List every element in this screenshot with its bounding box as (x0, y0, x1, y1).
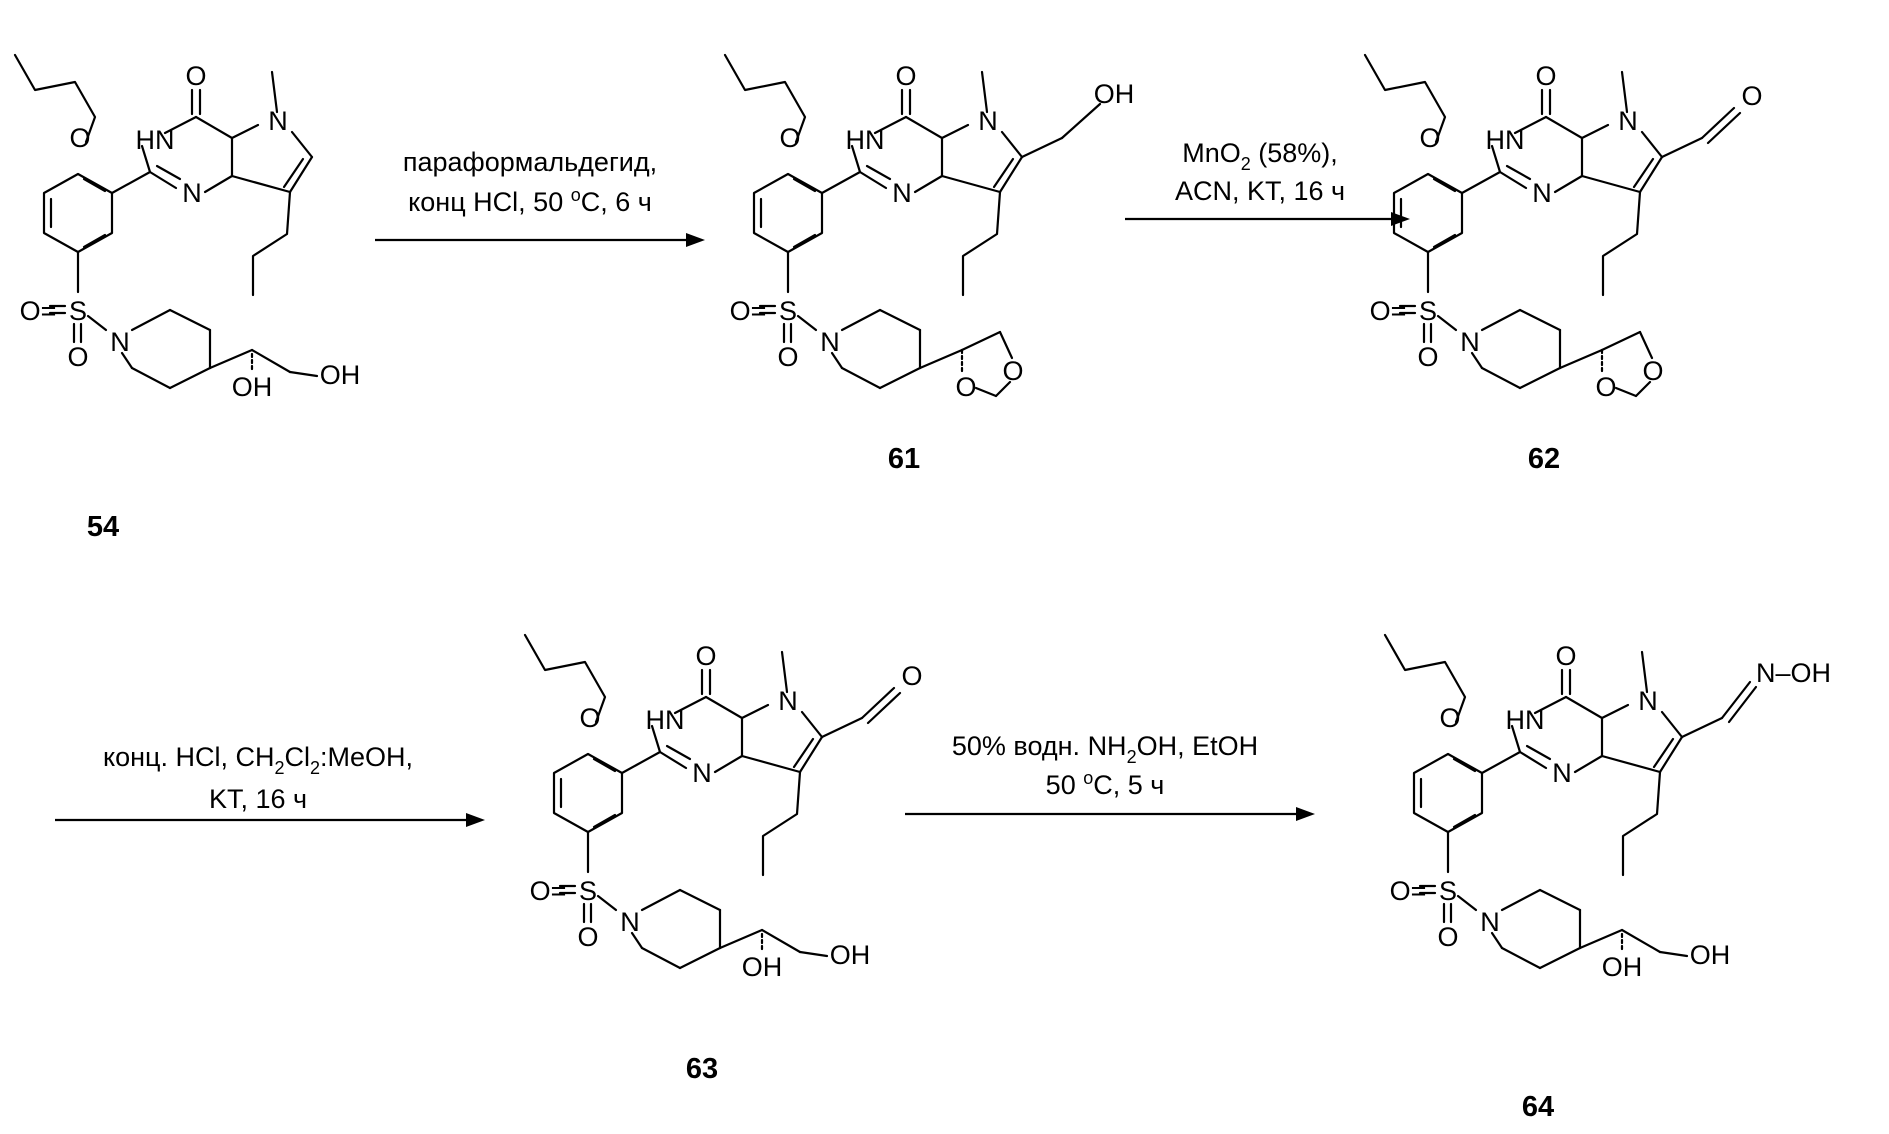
compound-label-62: 62 (1528, 443, 1560, 475)
compound-64: O HN O N N N–OH S O= O N OH OH (1385, 635, 1831, 982)
reaction-arrow-4 (905, 807, 1315, 821)
step1-condition-line1: параформальдегид, (403, 147, 657, 177)
atom-oh-hydroxymethyl: OH (1094, 79, 1135, 109)
atom-oh-secondary: OH (742, 952, 783, 982)
atom-o-carbonyl: O (1535, 61, 1556, 91)
atom-hn: HN (646, 705, 685, 735)
atom-oh-secondary: OH (1602, 952, 1643, 982)
reaction-arrow-1 (375, 233, 705, 247)
step3-condition-line1: конц. HCl, CH2Cl2:MeOH, (103, 742, 413, 778)
atom-oh-secondary: OH (232, 372, 273, 402)
atom-n-pyrrole: N (1638, 686, 1658, 716)
atom-n-piperidine: N (620, 907, 640, 937)
atom-n-piperidine: N (820, 327, 840, 357)
atom-o-sulfonyl-bottom: O (777, 342, 798, 372)
atom-hn: HN (136, 125, 175, 155)
atom-s: S (579, 876, 597, 906)
atom-o-dioxolane-2: O (955, 372, 976, 402)
atom-o-sulfonyl-left: O= (1390, 876, 1427, 906)
atom-oh-primary: OH (320, 360, 361, 390)
step1-condition-line2: конц HCl, 50 oC, 6 ч (408, 185, 652, 217)
atom-hn: HN (1506, 705, 1545, 735)
step4-condition-line1: 50% водн. NH2OH, EtOH (952, 731, 1258, 767)
atom-n-pyrimidine: N (182, 178, 202, 208)
atom-n-pyrrole: N (268, 106, 288, 136)
atom-o-sulfonyl-left: O= (20, 296, 57, 326)
atom-s: S (779, 296, 797, 326)
atom-o-sulfonyl-bottom: O (1437, 922, 1458, 952)
atom-o-ether: O (69, 123, 90, 153)
compound-label-61: 61 (888, 443, 920, 475)
atom-n-pyrimidine: N (892, 178, 912, 208)
atom-hn: HN (1486, 125, 1525, 155)
atom-o-carbonyl: O (185, 61, 206, 91)
atom-n-pyrimidine: N (1552, 758, 1572, 788)
atom-s: S (69, 296, 87, 326)
atom-o-sulfonyl-left: O= (730, 296, 767, 326)
atom-n-piperidine: N (1460, 327, 1480, 357)
atom-n-piperidine: N (110, 327, 130, 357)
step2-condition-line1: MnO2 (58%), (1182, 138, 1338, 174)
atom-o-carbonyl: O (1555, 641, 1576, 671)
atom-o-sulfonyl-bottom: O (577, 922, 598, 952)
atom-o-carbonyl: O (695, 641, 716, 671)
atom-o-dioxolane-1: O (1642, 356, 1663, 386)
compound-label-63: 63 (686, 1053, 718, 1085)
atom-o-sulfonyl-left: O= (530, 876, 567, 906)
atom-s: S (1419, 296, 1437, 326)
atom-hn: HN (846, 125, 885, 155)
atom-o-sulfonyl-bottom: O (1417, 342, 1438, 372)
compound-54: O HN O N N S O= O N OH OH (15, 55, 360, 402)
atom-n-pyrrole: N (978, 106, 998, 136)
atom-oh-primary: OH (1690, 940, 1731, 970)
atom-n-pyrimidine: N (692, 758, 712, 788)
step3-condition-line2: KT, 16 ч (209, 784, 307, 814)
atom-o-ether: O (1439, 703, 1460, 733)
atom-o-ether: O (779, 123, 800, 153)
reaction-arrow-3 (55, 813, 485, 827)
atom-o-aldehyde: O (1741, 81, 1762, 111)
compound-61: O HN O N N OH S O= O N O O (725, 55, 1134, 402)
compound-62: O HN O N N O S O= O N O O (1365, 55, 1763, 402)
step2-condition-line2: ACN, KT, 16 ч (1175, 176, 1345, 206)
atom-o-aldehyde: O (901, 661, 922, 691)
atom-o-ether: O (1419, 123, 1440, 153)
atom-n-pyrrole: N (778, 686, 798, 716)
atom-o-carbonyl: O (895, 61, 916, 91)
atom-oh-primary: OH (830, 940, 871, 970)
compound-label-64: 64 (1522, 1091, 1554, 1123)
atom-s: S (1439, 876, 1457, 906)
atom-o-dioxolane-2: O (1595, 372, 1616, 402)
compound-63: O HN O N N O S O= O N OH OH (525, 635, 923, 982)
atom-n-pyrimidine: N (1532, 178, 1552, 208)
atom-oxime: N–OH (1756, 658, 1831, 688)
atom-n-pyrrole: N (1618, 106, 1638, 136)
atom-n-piperidine: N (1480, 907, 1500, 937)
compound-label-54: 54 (87, 511, 119, 543)
atom-o-sulfonyl-left: O= (1370, 296, 1407, 326)
reaction-arrow-2 (1125, 212, 1410, 226)
atom-o-dioxolane-1: O (1002, 356, 1023, 386)
step4-condition-line2: 50 oC, 5 ч (1046, 768, 1165, 800)
atom-o-sulfonyl-bottom: O (67, 342, 88, 372)
atom-o-ether: O (579, 703, 600, 733)
